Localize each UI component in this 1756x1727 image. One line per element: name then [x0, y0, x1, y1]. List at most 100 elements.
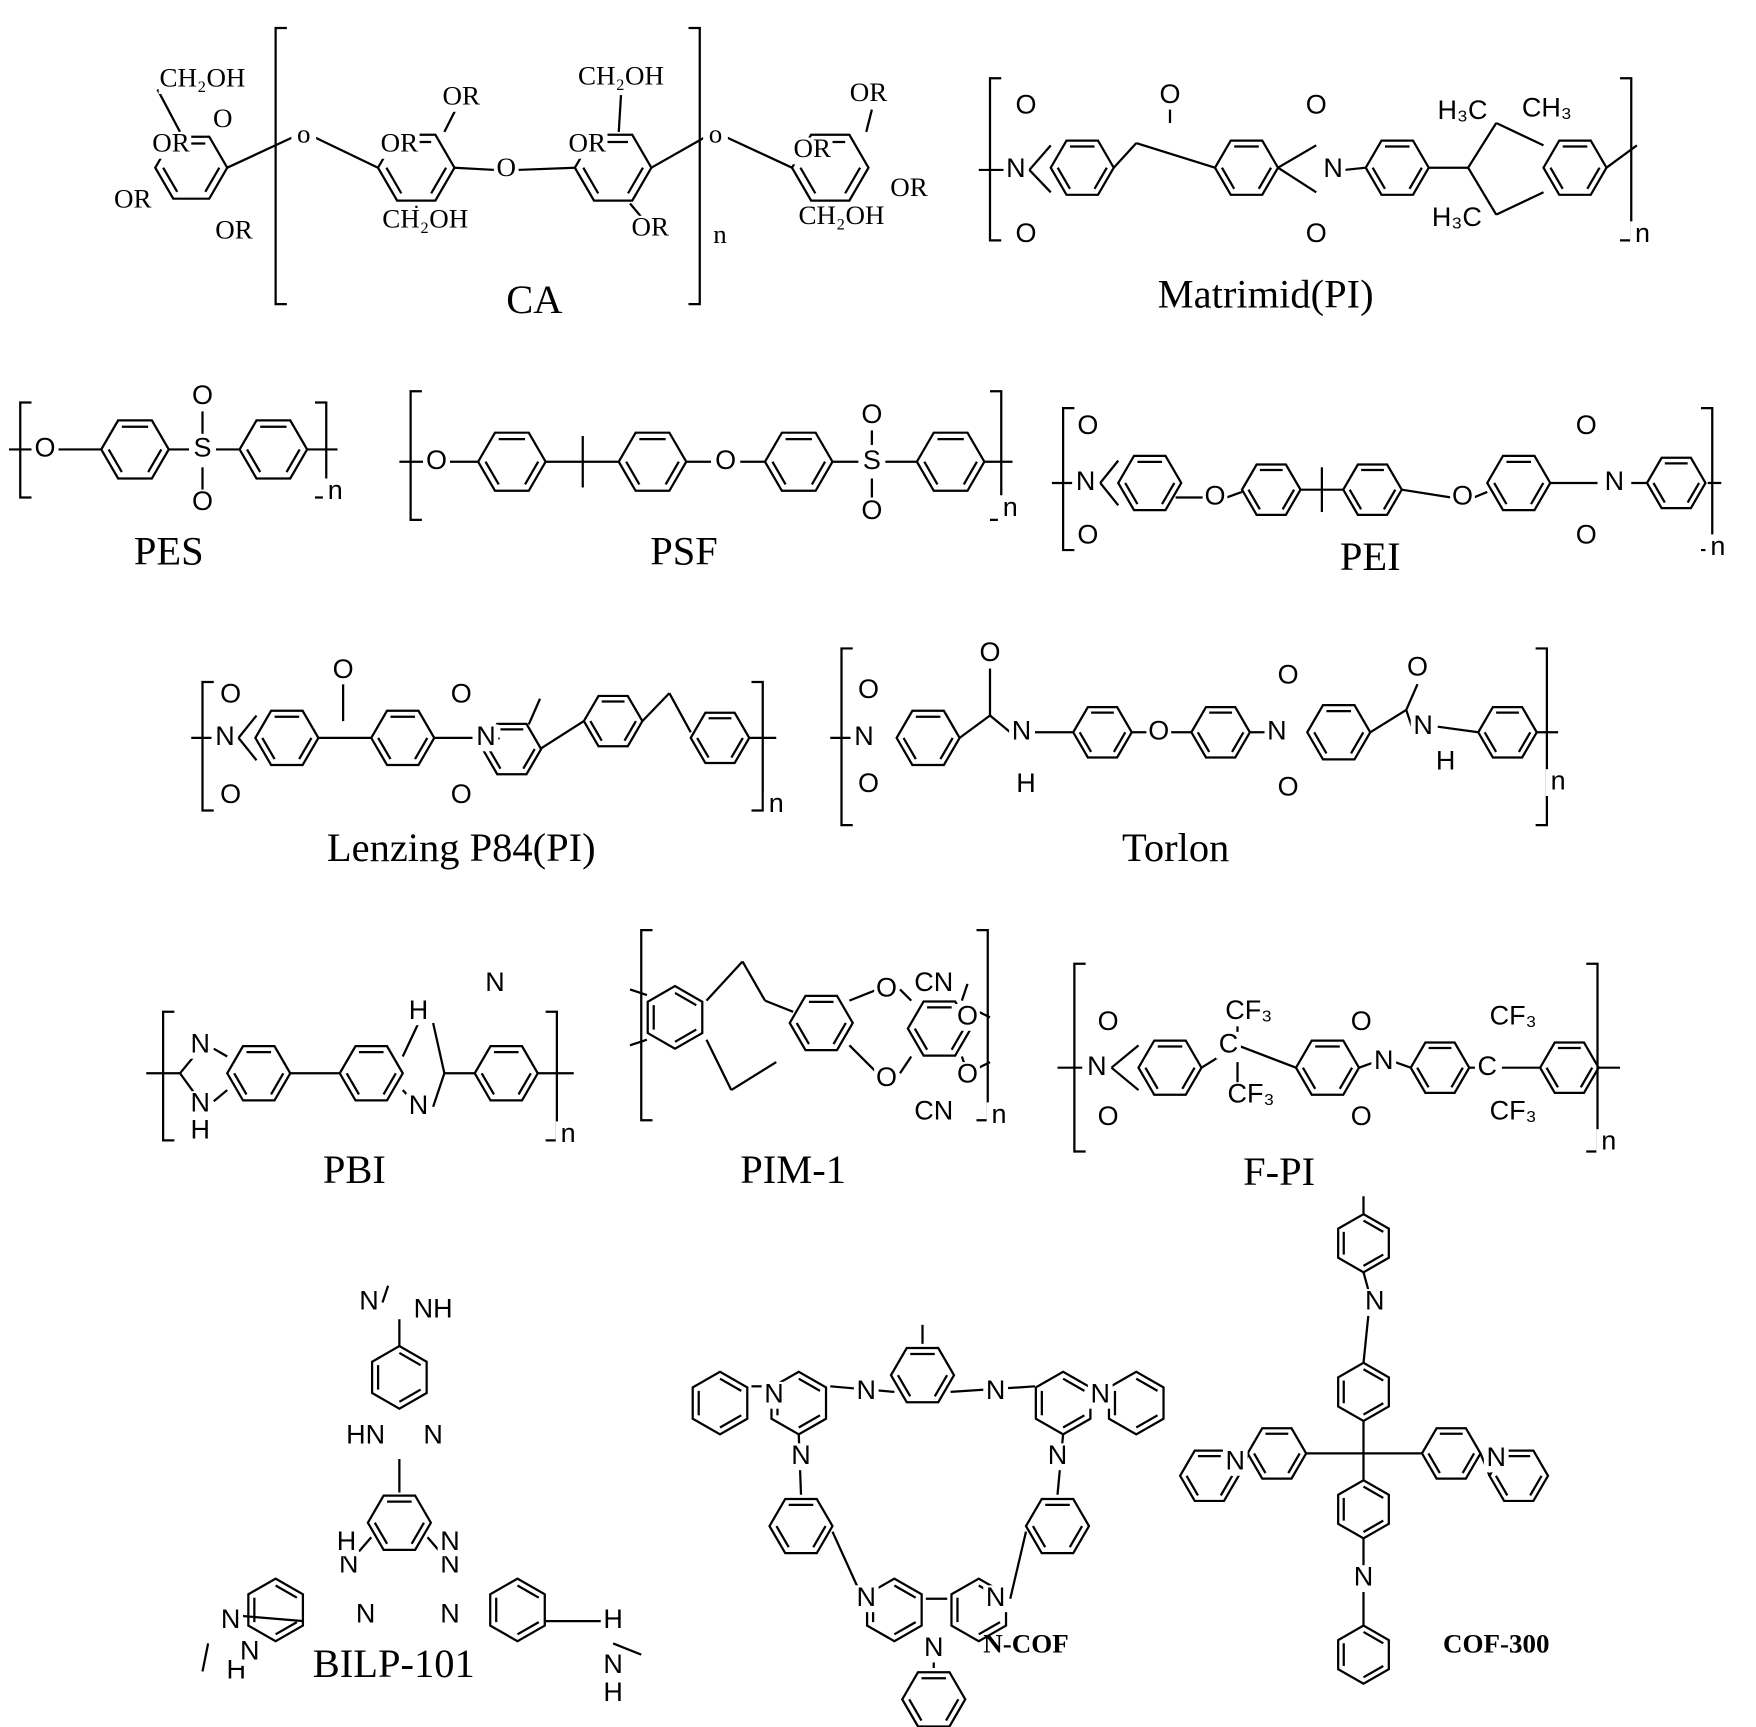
atom-label-background: [210, 107, 236, 135]
bond: [1495, 121, 1544, 147]
double-bond: [488, 748, 502, 770]
bond: [1467, 122, 1498, 169]
atom-label-background: [322, 478, 348, 506]
atom-label: N: [191, 1028, 210, 1058]
repeat-unit-subscript: n: [328, 475, 343, 505]
atom-label-background: [1222, 1448, 1248, 1476]
double-bond: [517, 1072, 532, 1095]
atom-label: O: [1576, 520, 1597, 550]
atom-label: O: [220, 679, 241, 709]
atom-label-background: [356, 1289, 382, 1316]
atom-label-background: [1483, 1445, 1509, 1473]
double-bond: [484, 461, 500, 485]
atom-label: OR: [793, 133, 831, 163]
atom-label-background: [1084, 1054, 1110, 1082]
atom-label: H: [603, 1677, 622, 1707]
atom-label-background: [1075, 523, 1101, 551]
bond: [650, 135, 708, 169]
atom-label: N: [423, 1420, 442, 1450]
atom-label-background: [1545, 769, 1571, 797]
atom-label: N: [1091, 1378, 1110, 1408]
bond: [978, 1010, 991, 1019]
atom-label-background: [1087, 1381, 1113, 1409]
double-bond: [1350, 731, 1365, 754]
left-bracket: [988, 77, 1002, 242]
double-bond: [674, 991, 697, 1007]
atom-label-background: [406, 1093, 431, 1121]
bond: [958, 714, 991, 739]
bond: [213, 1089, 228, 1103]
double-bond: [524, 461, 540, 485]
double-bond: [1078, 731, 1093, 753]
atom-label: CH₂OH: [160, 63, 246, 93]
atom-label-background: [291, 122, 317, 150]
benzene-ring: [225, 1045, 292, 1102]
atom-label: H₃C: [1432, 202, 1482, 232]
bond: [401, 1022, 420, 1057]
atom-label: H: [603, 1604, 622, 1634]
bond: [848, 1044, 879, 1075]
benzene-ring: [489, 1577, 546, 1643]
atom-label-background: [983, 1585, 1008, 1613]
atom-label: H: [409, 995, 428, 1025]
atom-label: N: [1012, 715, 1031, 745]
double-bond: [1068, 1525, 1084, 1548]
atom-label: O: [1015, 89, 1036, 119]
atom-label: HN: [346, 1420, 385, 1450]
atom-label-background: [859, 448, 885, 476]
double-bond: [1362, 1368, 1384, 1382]
double-bond: [430, 167, 448, 194]
left-bracket: [1073, 962, 1086, 1153]
benzene-ring: [338, 1045, 405, 1102]
double-bond: [398, 1351, 422, 1367]
double-bond: [1348, 489, 1363, 510]
benzene-ring: [1542, 139, 1608, 196]
atom-label-background: [1216, 1031, 1241, 1059]
double-bond: [1362, 1219, 1384, 1233]
atom-label-background: [1009, 718, 1034, 746]
bond: [443, 109, 457, 133]
atom-label: N: [791, 1440, 810, 1470]
atom-label: C: [1478, 1051, 1497, 1081]
atom-label-background: [150, 131, 192, 159]
atom-label: o: [709, 119, 722, 149]
bond: [1135, 142, 1216, 169]
atom-label: H: [337, 1526, 356, 1556]
atom-label-background: [874, 976, 899, 1003]
atom-label-background: [1003, 156, 1029, 184]
right-bracket: [1535, 647, 1548, 827]
atom-label: N: [986, 1582, 1005, 1612]
atom-label: S: [193, 433, 211, 463]
double-bond: [516, 1621, 540, 1636]
double-bond: [275, 1621, 298, 1636]
benzene-ring: [1294, 1039, 1361, 1096]
atom-label: O: [1077, 520, 1098, 550]
atom-label: CF₃: [1490, 1001, 1537, 1031]
atom-label: N: [1006, 153, 1025, 183]
atom-label: CN: [914, 1096, 953, 1126]
atom-label-background: [158, 67, 247, 94]
atom-label: O: [1015, 218, 1036, 248]
atom-label-background: [1705, 534, 1731, 562]
compound-label-torlon: Torlon: [1122, 825, 1229, 870]
atom-label: S: [863, 445, 881, 475]
benzene-ring: [1240, 463, 1302, 516]
atom-label-background: [1348, 1009, 1374, 1037]
double-bond: [582, 167, 600, 194]
double-bond: [1112, 731, 1127, 753]
left-bracket: [640, 929, 653, 1122]
bond: [612, 1642, 642, 1656]
bond: [1277, 144, 1317, 169]
benzene-ring: [1485, 454, 1552, 512]
double-bond: [719, 1377, 742, 1392]
double-bond: [1586, 167, 1601, 190]
double-bond: [410, 1522, 425, 1545]
double-bond: [1362, 1402, 1384, 1416]
atom-label: CH₃: [1522, 93, 1572, 123]
atom-label: H₃C: [1438, 95, 1488, 125]
double-bond: [625, 461, 641, 485]
benzene-ring: [889, 1346, 956, 1404]
repeat-unit-subscript: n: [1710, 531, 1725, 561]
